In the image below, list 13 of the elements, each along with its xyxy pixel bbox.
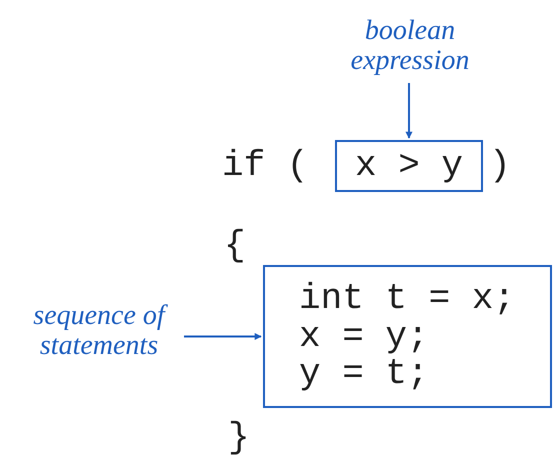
code-line: int t = x; <box>299 280 516 318</box>
arrow <box>184 333 262 340</box>
annotation-text: sequence of statements <box>14 278 184 383</box>
code-line: y = t; <box>299 355 429 394</box>
code-text: if ( <box>222 148 308 184</box>
code-text: } <box>228 420 250 455</box>
code-line: x = y; <box>299 318 429 356</box>
code-text: { <box>224 228 246 264</box>
code-text: ) <box>489 148 511 184</box>
highlight-box: x > y <box>335 140 483 192</box>
annotation-text: boolean expression <box>330 8 490 83</box>
code-box <box>263 265 552 408</box>
arrow <box>406 83 412 139</box>
